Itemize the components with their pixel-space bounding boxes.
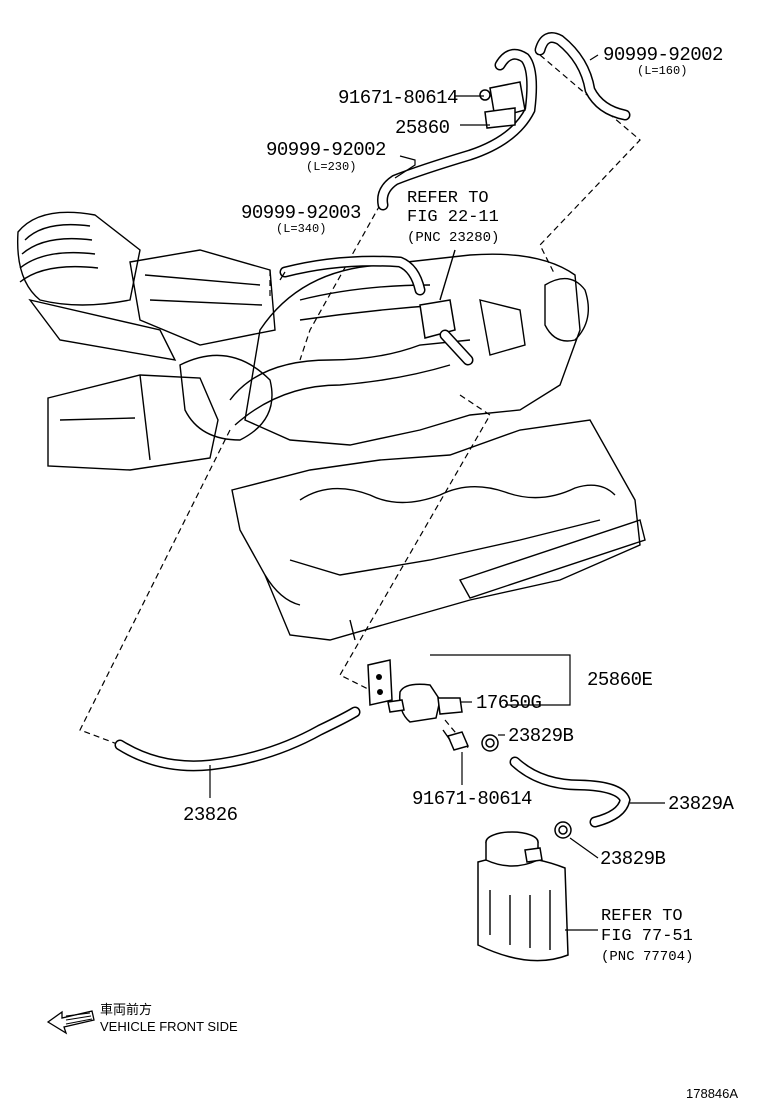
- hose-top-right-label: 90999-92002 (L=160): [603, 44, 724, 78]
- svg-text:(PNC 77704): (PNC 77704): [601, 949, 693, 965]
- svg-text:FIG 77-51: FIG 77-51: [601, 927, 693, 946]
- ref-bottom-note: REFER TO FIG 77-51 (PNC 77704): [601, 907, 693, 965]
- svg-text:REFER TO: REFER TO: [601, 907, 683, 926]
- svg-text:90999-92002: 90999-92002: [603, 44, 723, 66]
- ref-top-note: REFER TO FIG 22-11 (PNC 23280): [407, 189, 499, 246]
- svg-text:REFER TO: REFER TO: [407, 189, 489, 208]
- hose-23829a-icon: [509, 756, 631, 828]
- engine-illustration: [16, 211, 646, 641]
- figure-id: 178846A: [686, 1086, 738, 1101]
- canister-icon: [477, 831, 569, 962]
- hose-bottom-left-label: 23826: [183, 804, 238, 826]
- clip-upper-icon: [481, 734, 499, 752]
- svg-text:90999-92003: 90999-92003: [241, 202, 361, 224]
- svg-text:(L=160): (L=160): [637, 64, 687, 78]
- clip-lower-icon: [554, 821, 572, 839]
- hose-mid-label: 90999-92002 (L=230): [266, 139, 387, 174]
- clip-lower-label: 23829B: [600, 848, 666, 870]
- vsv-bottom-label: 17650G: [476, 692, 542, 714]
- svg-text:90999-92002: 90999-92002: [266, 139, 386, 161]
- vsv-lower-icon: [387, 683, 463, 723]
- clip-upper-label: 23829B: [508, 725, 574, 747]
- bolt-bottom-label: 91671-80614: [412, 788, 532, 810]
- direction-en-label: VEHICLE FRONT SIDE: [100, 1019, 238, 1034]
- front-arrow-icon: [46, 1010, 95, 1035]
- vsv-upper-icon: [479, 81, 526, 129]
- hose-left-label: 90999-92003 (L=340): [241, 202, 362, 236]
- hose-bottom-right-label: 23829A: [668, 793, 735, 815]
- direction-jp-label: 車両前方: [100, 1002, 152, 1017]
- upper-hoses: [279, 32, 631, 296]
- leader-lines: [209, 54, 665, 931]
- bracket-assy-label: 25860E: [587, 669, 653, 691]
- bolt-top-label: 91671-80614: [338, 87, 458, 109]
- vsv-top-label: 25860: [395, 117, 450, 139]
- bolt-lower-icon: [442, 729, 470, 751]
- svg-text:FIG 22-11: FIG 22-11: [407, 208, 499, 227]
- svg-text:(L=340): (L=340): [276, 222, 326, 236]
- pressure-sensor-icon: [419, 249, 474, 366]
- bracket-icon: [367, 659, 393, 706]
- hose-23826-icon: [114, 706, 361, 772]
- svg-text:(L=230): (L=230): [306, 160, 356, 174]
- svg-text:(PNC 23280): (PNC 23280): [407, 230, 499, 246]
